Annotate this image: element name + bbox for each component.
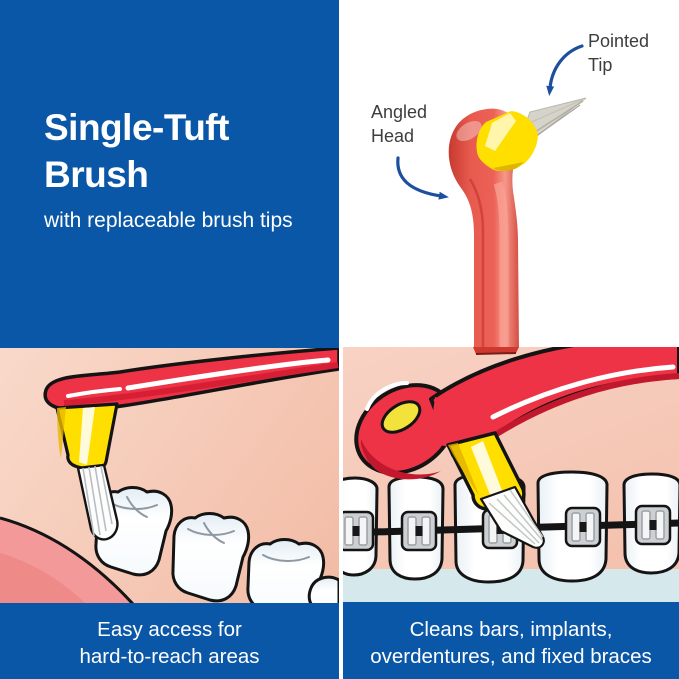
photo-handle-stub-edge [475,352,517,355]
angled-head-arrow-icon [396,156,449,200]
caption-line: overdentures, and fixed braces [370,645,652,668]
molar-tooth [171,512,251,603]
brush-photo [448,97,587,351]
bracket [343,510,375,552]
bracket [634,504,672,546]
bracket [564,506,602,548]
angled-head-label: Angled Head [371,102,428,146]
cartoon-head-dot [380,400,422,434]
bracket [400,510,438,552]
page-subtitle: with replaceable brush tips [44,209,293,232]
cartoon-bristles [479,485,545,549]
page-title-line2: Brush [44,154,149,195]
caption-line: hard-to-reach areas [79,645,260,668]
cartoon-brush-left [43,348,339,541]
cartoon-brush-right [354,347,679,549]
pointed-tip-label: Pointed Tip [588,31,650,75]
caption-line: Easy access for [97,618,242,641]
product-photo-panel [396,44,587,351]
cartoon-bristles [76,463,119,541]
braces-brackets [343,504,672,552]
molar-cracks [110,496,310,562]
brush-tip-cone [476,111,538,171]
pointed-tip-arrow-icon [546,44,584,96]
page-title: Single-Tuft Brush [44,104,324,198]
caption-easy-access: Easy access for hard-to-reach areas [0,603,339,679]
caption-line: Cleans bars, implants, [409,618,613,641]
intro-panel: Single-Tuft Brush with replaceable brush… [0,0,339,348]
caption-cleans-braces: Cleans bars, implants, overdentures, and… [343,602,679,679]
page-title-line1: Single-Tuft [44,107,229,148]
